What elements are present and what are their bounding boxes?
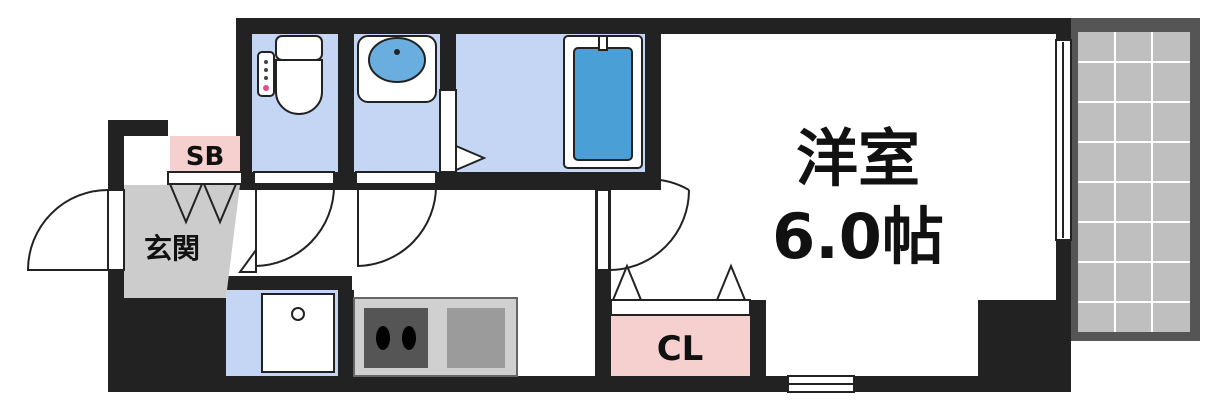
stove-icon xyxy=(364,308,428,368)
washing-machine-pan-icon xyxy=(261,293,335,373)
bathtub-icon xyxy=(563,35,643,169)
balcony-window[interactable] xyxy=(1055,39,1072,241)
balcony xyxy=(1070,18,1200,341)
entrance-step xyxy=(212,185,240,298)
closet: CL xyxy=(610,263,751,376)
closet-label: CL xyxy=(657,329,704,369)
western-room-door[interactable] xyxy=(596,178,690,271)
western-room-size: 6.0帖 xyxy=(772,200,944,273)
toilet-door[interactable] xyxy=(238,171,335,273)
washbasin-icon xyxy=(357,35,437,103)
kitchen-counter xyxy=(353,297,518,377)
sink-icon xyxy=(447,308,505,368)
bottom-window[interactable] xyxy=(787,375,855,393)
entrance-label: 玄関 xyxy=(144,232,200,265)
shoe-box: SB xyxy=(167,136,243,225)
toilet-icon xyxy=(257,35,323,115)
washroom-door[interactable] xyxy=(355,171,437,268)
shoe-box-label: SB xyxy=(186,142,225,172)
entrance-door[interactable] xyxy=(26,189,125,271)
entrance-floor xyxy=(124,185,214,298)
bathroom-door[interactable] xyxy=(439,89,487,173)
western-room-label: 洋室 xyxy=(796,122,920,195)
